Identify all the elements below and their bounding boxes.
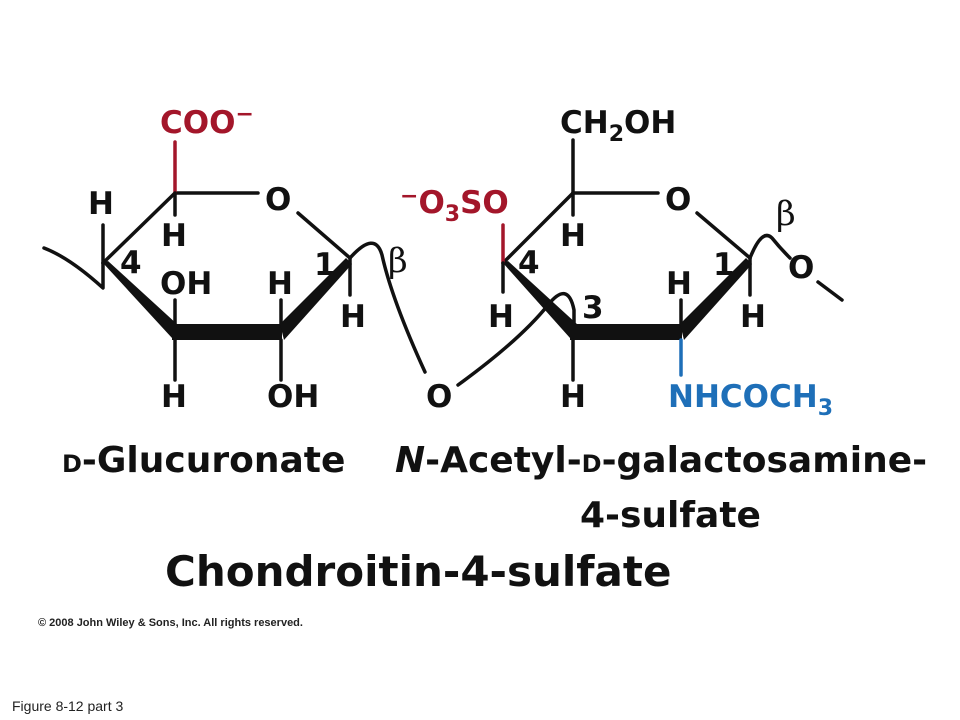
- terminal-oxygen-label: O: [788, 250, 814, 286]
- h-c2-top-galnac-label: H: [666, 266, 692, 302]
- h-c3-bottom-label: H: [161, 379, 187, 415]
- glucuronate-ring: COO− O H H 4 1 OH H H H OH β: [42, 102, 427, 415]
- c1-number-label: 1: [314, 247, 336, 283]
- oh-c3-label: OH: [160, 266, 212, 302]
- wedge-c3-c2: [172, 324, 282, 340]
- bond-c4-c5: [101, 191, 177, 265]
- copyright-notice: © 2008 John Wiley & Sons, Inc. All right…: [38, 617, 303, 629]
- c1-number-galnac-label: 1: [713, 247, 735, 283]
- oh-c2-bottom-label: OH: [267, 379, 319, 415]
- beta-symbol-glucuronate: β: [388, 241, 408, 281]
- c4-number-label: 4: [120, 245, 142, 281]
- h-c5-galnac-label: H: [560, 218, 586, 254]
- c4-number-galnac-label: 4: [518, 245, 540, 281]
- galactosamine-name-line2: 4-sulfate: [580, 495, 761, 536]
- wedge-c3-c2-galnac: [570, 324, 682, 340]
- h-c1-bottom-label: H: [340, 299, 366, 335]
- bond-c4-c5-galnac: [501, 191, 575, 265]
- h-c4-top-label: H: [161, 218, 187, 254]
- bond-c1-glycosidic: [348, 241, 427, 374]
- glycosidic-oxygen-label: O: [426, 379, 452, 415]
- h-c3-bottom-galnac-label: H: [560, 379, 586, 415]
- h-c5-label: H: [88, 186, 114, 222]
- bond-o-c1-galnac: [695, 211, 752, 260]
- sulfate-label: −O3SO: [400, 184, 509, 227]
- wedge-c2-c1: [280, 258, 352, 340]
- h-c2-top-label: H: [267, 266, 293, 302]
- bond-chain-incoming: [42, 246, 105, 290]
- figure-caption: Figure 8-12 part 3: [12, 698, 123, 714]
- wedge-c4-c3: [103, 261, 178, 338]
- galactosamine-ring: CH2OH −O3SO O H 4 1 H H 3 H H NHCOCH3 β …: [400, 105, 844, 421]
- carboxylate-label: COO−: [160, 102, 254, 141]
- bond-c1-outgoing: [748, 233, 792, 260]
- galactosamine-name-line1: N-Acetyl-D-galactosamine-: [395, 440, 927, 481]
- wedge-c2-c1-galnac: [680, 258, 752, 340]
- wedge-c4-c3-galnac: [503, 261, 578, 338]
- beta-symbol-galnac: β: [776, 194, 796, 234]
- ring-oxygen-label: O: [265, 182, 291, 218]
- ch2oh-label: CH2OH: [560, 105, 676, 147]
- h-c1-bottom-galnac-label: H: [740, 299, 766, 335]
- acetamido-label: NHCOCH3: [668, 379, 833, 421]
- figure-title: Chondroitin-4-sulfate: [165, 547, 671, 596]
- ring-oxygen-galnac-label: O: [665, 182, 691, 218]
- h-c4-bottom-galnac-label: H: [488, 299, 514, 335]
- bond-o-c3: [456, 292, 576, 387]
- c3-number-galnac-label: 3: [582, 290, 604, 326]
- bond-o-c1: [296, 211, 352, 260]
- glucuronate-name: D-Glucuronate: [62, 440, 345, 481]
- bond-chain-outgoing: [816, 280, 844, 302]
